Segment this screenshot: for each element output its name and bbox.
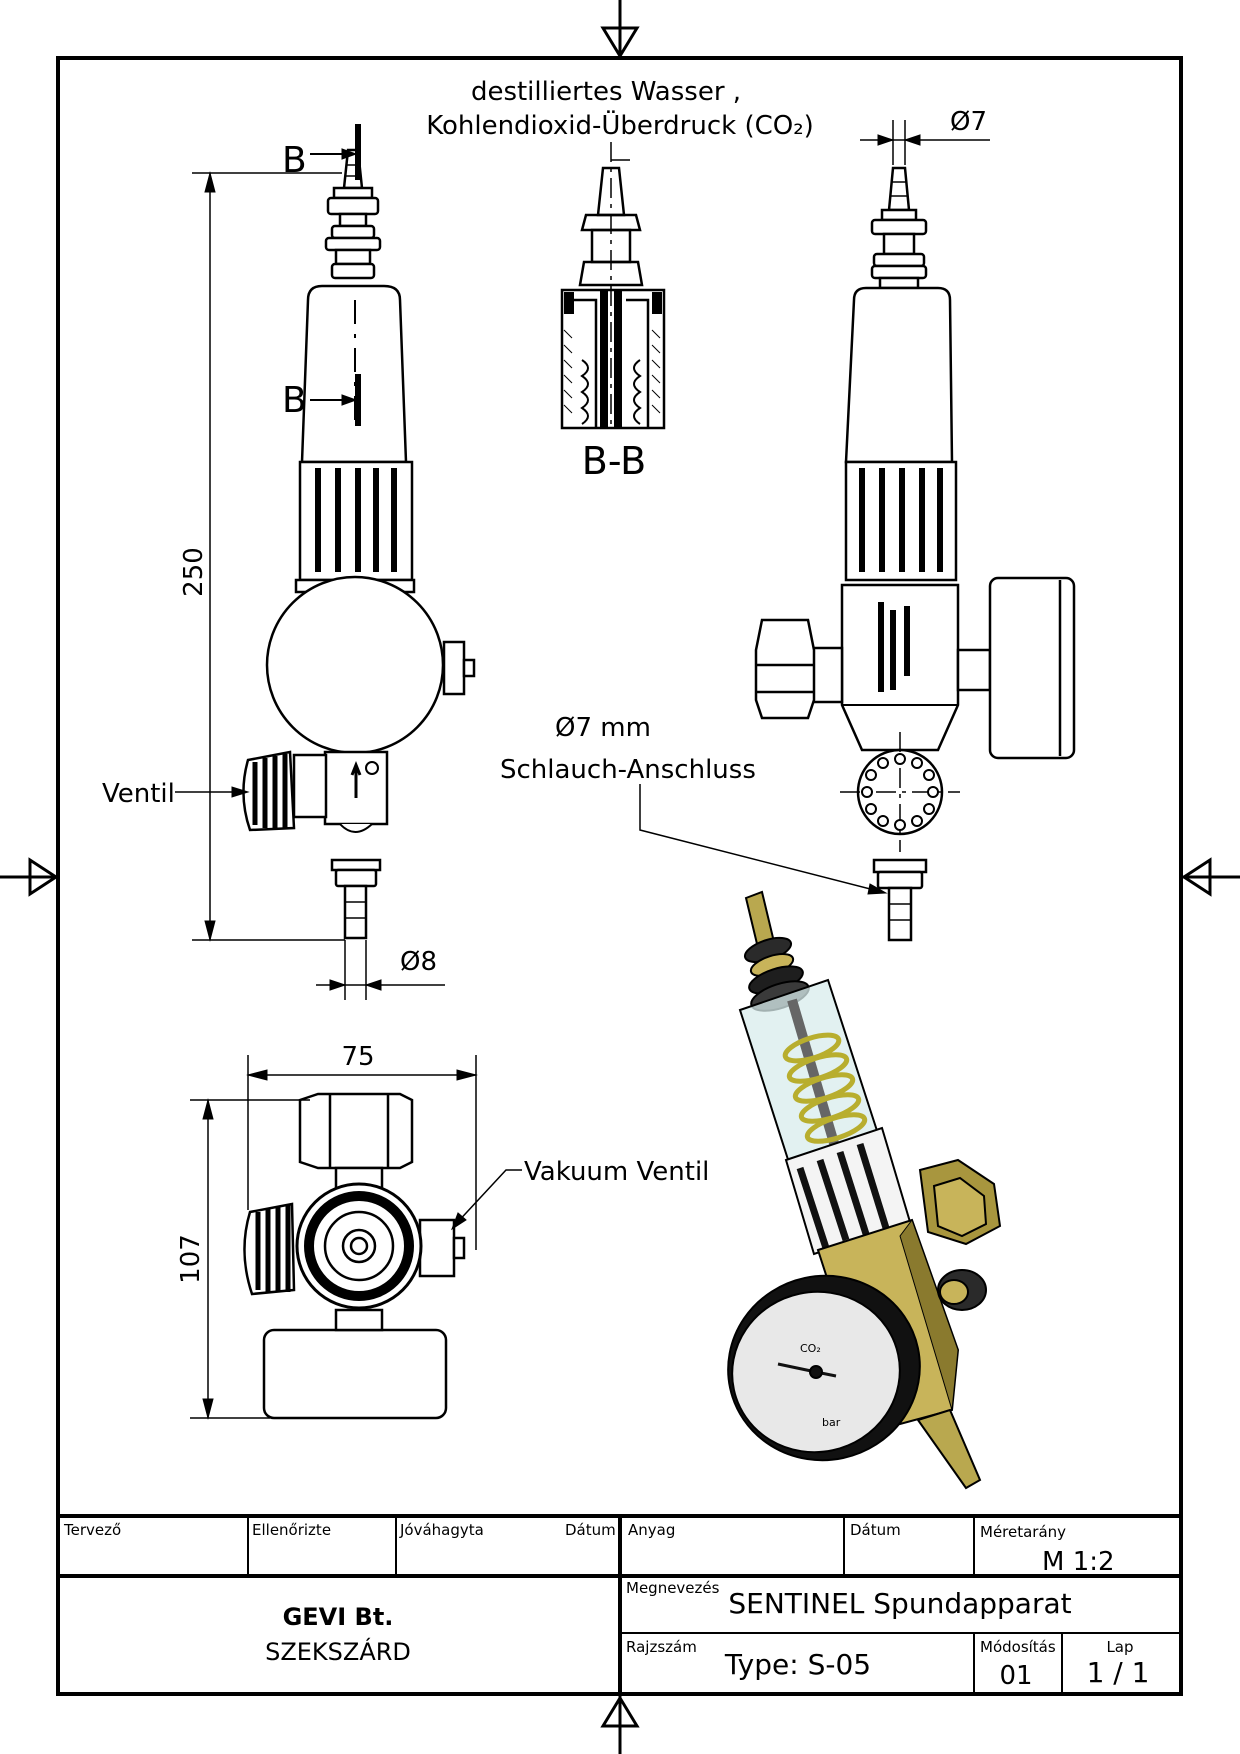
material-label: Anyag [628,1521,675,1539]
section-title: B-B [582,439,647,483]
approved-label: Jóváhagyta [399,1521,484,1539]
sheet-label: Lap [1106,1638,1133,1656]
hose-label-line1: Ø7 mm [555,713,651,743]
gauge-unit: bar [822,1416,841,1429]
name-value: SENTINEL Spundapparat [728,1587,1071,1620]
gauge-label: CO₂ [800,1342,821,1355]
hose-label-line2: Schlauch-Anschluss [500,755,756,785]
dimension-width [246,1055,478,1250]
dimension-height [192,171,345,942]
dimension-top-diameter-label: Ø7 [950,107,987,137]
title-block [58,1514,1181,1694]
company-city: SZEKSZÁRD [265,1637,411,1666]
drawing-number-label: Rajzszám [626,1638,697,1656]
section-view-bb [560,142,666,430]
drawing-number-value: Type: S-05 [724,1648,871,1681]
hose-leader [639,784,888,895]
scale-value: M 1:2 [1042,1547,1115,1577]
top-view [243,1092,466,1420]
side-view [754,166,1076,942]
section-marker-b [310,124,361,426]
front-view [242,148,476,940]
checked-label: Ellenőrizte [252,1521,331,1539]
dimension-height-label: 250 [179,547,209,597]
dimension-width-label: 75 [341,1042,374,1072]
revision-label: Módosítás [980,1638,1056,1656]
dimension-outlet-diameter [316,940,445,1000]
dimension-top-diameter [860,120,990,165]
render-3d [727,890,1002,1490]
section-mark-bottom: B [282,380,307,421]
revision-value: 01 [999,1661,1032,1691]
top-note-line1: destilliertes Wasser , [471,77,741,107]
vacuum-valve-leader [451,1169,522,1231]
company-name: GEVI Bt. [283,1603,394,1631]
scale-label: Méretarány [980,1523,1066,1541]
dimension-height-bottom-label: 107 [176,1234,206,1284]
date-label-2: Dátum [850,1521,901,1539]
name-label: Megnevezés [626,1579,720,1597]
designer-label: Tervező [63,1521,121,1539]
valve-label: Ventil [102,779,175,809]
section-mark-top: B [282,140,307,181]
dimension-height-bottom [190,1098,310,1420]
valve-leader [175,786,250,798]
dimension-outlet-diameter-label: Ø8 [400,947,437,977]
vacuum-valve-label: Vakuum Ventil [524,1157,709,1187]
date-label: Dátum [565,1521,616,1539]
top-note-line2: Kohlendioxid-Überdruck (CO₂) [426,109,814,141]
sheet-value: 1 / 1 [1087,1656,1150,1689]
